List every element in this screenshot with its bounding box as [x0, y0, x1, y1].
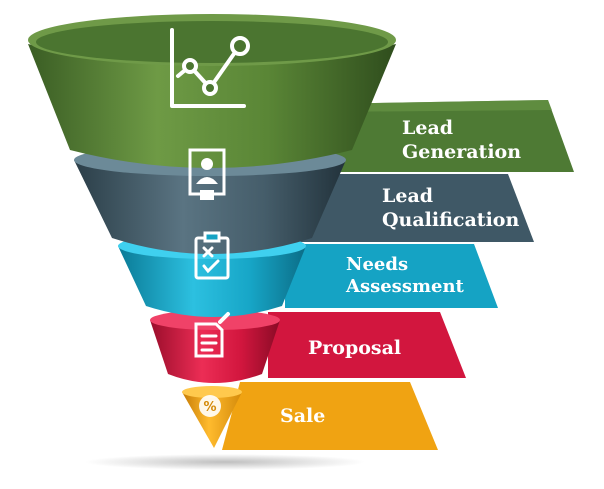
stage-banner-lead-qualification: [300, 174, 534, 242]
ground-shadow: [85, 454, 365, 470]
stage-label-proposal: Proposal: [308, 337, 401, 359]
stage-banner-needs-assessment: [285, 244, 498, 308]
stage-label-lead-qualification: Lead Qualification: [382, 185, 519, 231]
line-chart-icon: [170, 28, 250, 108]
checklist-clipboard-icon: [194, 231, 230, 280]
stage-label-lead-generation: Lead Generation: [402, 117, 521, 163]
funnel-segment-sale: [182, 386, 242, 448]
stage-banner-lead-generation: [315, 100, 574, 172]
stage-banner-sale: [222, 382, 438, 450]
stage-label-needs-assessment: Needs Assessment: [345, 254, 465, 297]
person-clipboard-icon: [188, 148, 226, 200]
funnel-segment-proposal: [150, 310, 280, 383]
percent-tag-icon: %: [199, 395, 221, 417]
stage-banner-proposal: [268, 312, 466, 378]
document-edit-icon: [194, 312, 230, 358]
stage-label-sale: Sale: [280, 405, 325, 427]
svg-text:%: %: [203, 400, 216, 415]
